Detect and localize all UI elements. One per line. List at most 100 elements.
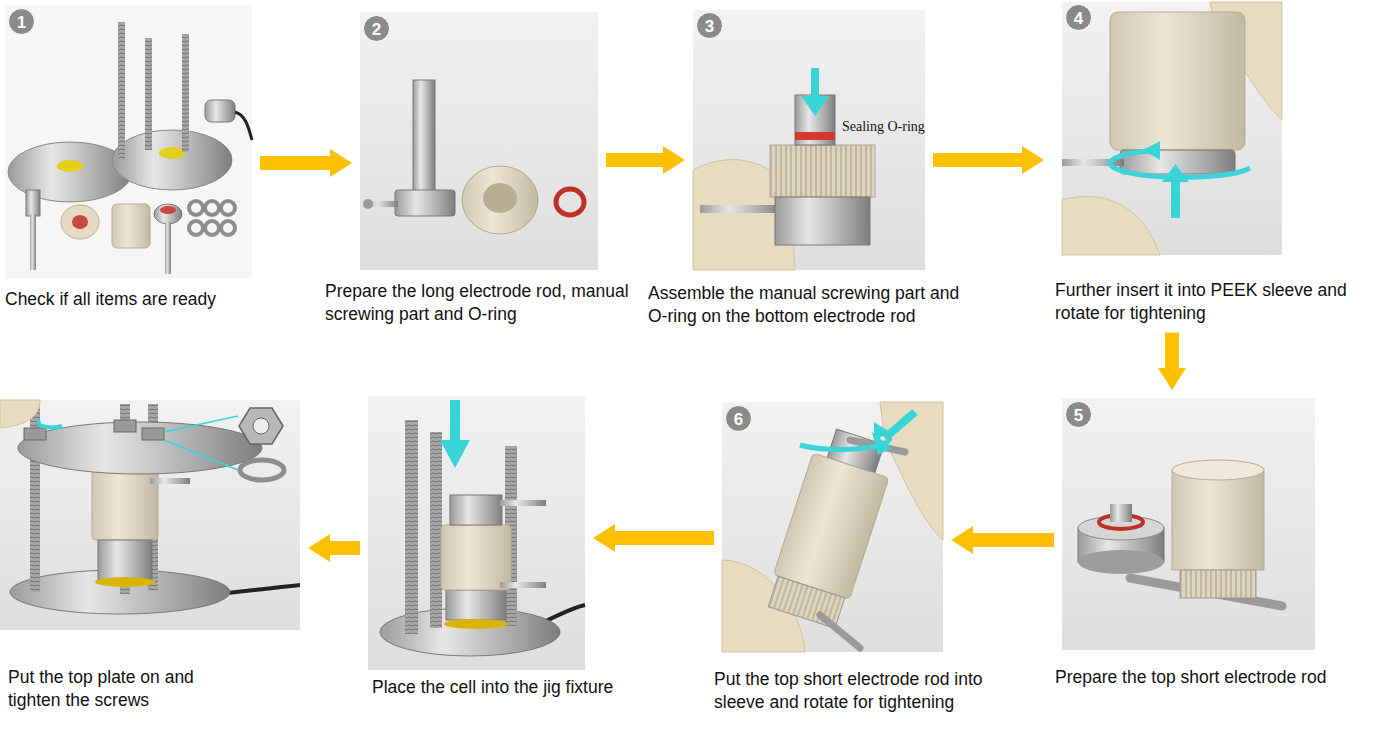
photo-part [801, 96, 829, 116]
photo-part [165, 222, 171, 274]
step-caption: Put the top plate on and tighten the scr… [8, 666, 243, 712]
flow-arrow [606, 146, 685, 174]
parts-photo [5, 5, 252, 278]
photo-part [24, 428, 46, 440]
photo-part [1062, 197, 1160, 255]
photo-part [368, 396, 585, 670]
step-caption: Put the top short electrode rod into sle… [714, 668, 1034, 714]
photo-part [1162, 164, 1189, 182]
photo-part [1062, 2, 1282, 255]
step-number: 2 [363, 15, 390, 42]
step-caption: Prepare the long electrode rod, manual s… [325, 280, 630, 326]
step-number: 4 [1065, 4, 1092, 31]
step-caption: Check if all items are ready [5, 288, 285, 311]
photo-part [1172, 460, 1264, 480]
photo-part [61, 205, 99, 239]
photo-part [450, 495, 502, 525]
photo-part [722, 402, 943, 652]
photo-part [164, 440, 238, 470]
photo-part [30, 214, 36, 270]
photo-part [872, 432, 892, 455]
step-panel: Put the top plate on and tighten the scr… [0, 400, 300, 630]
photo-part [764, 424, 899, 629]
rod-photo [360, 12, 598, 270]
photo-part [5, 5, 252, 278]
photo-part [18, 422, 262, 474]
flow-arrow [1158, 333, 1186, 391]
photo-part [1078, 550, 1164, 574]
step-caption: Place the cell into the jig fixture [372, 676, 622, 699]
photo-area [1052, 2, 1367, 255]
photo-part [253, 418, 269, 434]
photo-part [363, 199, 373, 209]
photo-part [235, 112, 252, 140]
photo-part [440, 440, 470, 468]
photo-part [1062, 398, 1315, 650]
photo-part [164, 416, 238, 432]
step-panel: Place the cell into the jig fixture [368, 396, 585, 670]
photo-part [182, 34, 189, 152]
photo-part [98, 540, 152, 580]
step-panel: 6Put the top short electrode rod into sl… [722, 402, 943, 652]
photo-part [693, 10, 925, 270]
photo-part [795, 95, 835, 145]
flow-arrow [951, 526, 1054, 554]
photo-part [820, 615, 860, 648]
photo-part [500, 500, 546, 506]
step-caption: Assemble the manual screwing part and O-… [648, 282, 983, 328]
flow-arrow [308, 534, 360, 562]
assembly-photo [693, 10, 925, 270]
photo-part [205, 221, 219, 235]
top-rod-photo [1062, 398, 1315, 650]
photo-part [145, 38, 152, 150]
photo-part [92, 470, 158, 540]
step-panel: 4Further insert it into PEEK sleeve and … [1052, 2, 1367, 325]
photo-part [462, 166, 538, 234]
photo-part [205, 100, 235, 122]
photo-part [1143, 141, 1160, 160]
photo-part [57, 160, 83, 172]
photo-part [395, 190, 455, 216]
photo-part [360, 12, 598, 270]
photo-part [221, 221, 235, 235]
photo-part [775, 197, 870, 245]
step-panel: 5Prepare the top short electrode rod [1062, 398, 1315, 650]
photo-part [885, 412, 915, 438]
photo-part [205, 201, 219, 215]
photo-part [38, 420, 62, 427]
photo-part [118, 22, 125, 160]
flow-arrow [593, 524, 714, 552]
part-label: Sealing O-ring [842, 119, 925, 135]
photo-part [154, 204, 182, 224]
photo-part [150, 478, 190, 484]
photo-part [880, 402, 943, 540]
photo-part [413, 80, 435, 195]
photo-part [770, 145, 875, 197]
photo-part [1110, 12, 1245, 150]
flow-arrow [933, 146, 1044, 174]
step-caption: Further insert it into PEEK sleeve and r… [1055, 279, 1367, 325]
photo-part [0, 400, 300, 630]
flow-arrow [260, 149, 352, 177]
photo-part [0, 400, 40, 428]
photo-part [72, 215, 88, 229]
photo-part [405, 420, 418, 634]
step-panel: 2Prepare the long electrode rod, manual … [360, 12, 598, 270]
photo-part [768, 576, 844, 628]
photo-part [811, 68, 819, 98]
photo-part [700, 205, 782, 213]
step-number: 6 [725, 405, 752, 432]
photo-part [240, 460, 284, 480]
photo-part [1110, 504, 1132, 522]
photo-part [500, 582, 546, 588]
photo-part [189, 201, 203, 215]
step-number: 1 [8, 8, 35, 35]
step-number: 3 [696, 12, 723, 39]
photo-part [189, 221, 203, 235]
photo-part [483, 183, 517, 213]
photo-part [142, 428, 164, 440]
photo-part [160, 206, 176, 214]
photo-part [189, 201, 235, 235]
